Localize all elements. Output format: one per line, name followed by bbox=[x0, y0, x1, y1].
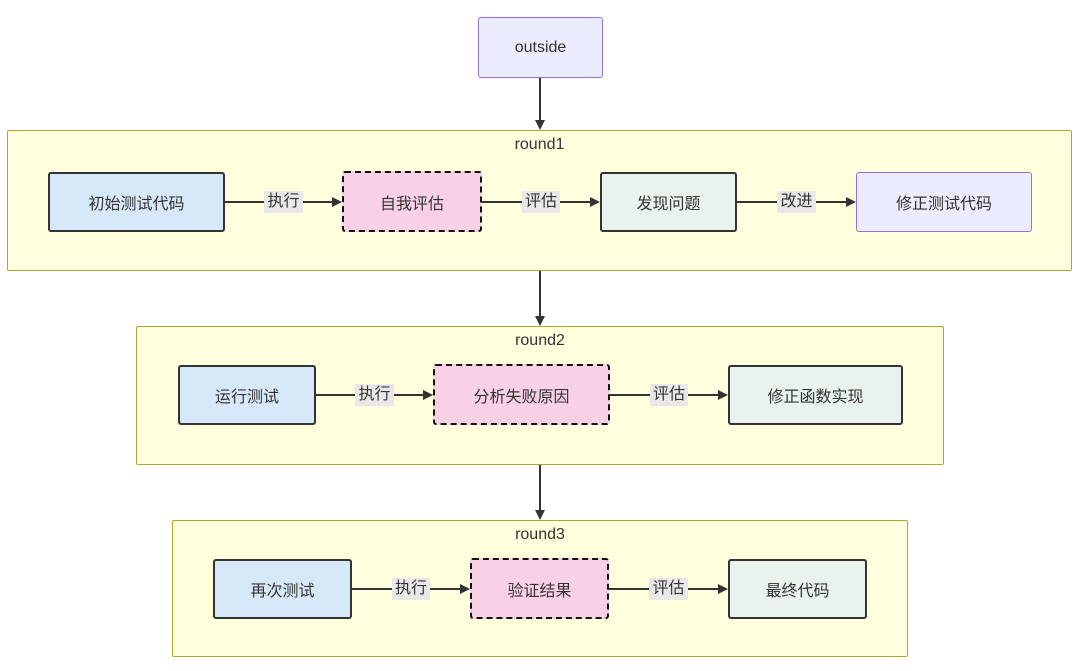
node-label: 修正函数实现 bbox=[767, 389, 864, 406]
edge-line bbox=[539, 78, 541, 122]
arrowhead-down-icon bbox=[534, 316, 545, 326]
edge-evaluate-round1: 评估 bbox=[482, 189, 600, 215]
edge-label: 执行 bbox=[391, 578, 430, 600]
edge-label: 执行 bbox=[355, 384, 394, 406]
edge-evaluate-round3: 评估 bbox=[609, 576, 728, 602]
edge-label: 评估 bbox=[649, 384, 688, 406]
edge-label: 执行 bbox=[264, 191, 303, 213]
node-label: 发现问题 bbox=[636, 196, 701, 213]
edge-label: 评估 bbox=[649, 578, 688, 600]
node-final-code: 最终代码 bbox=[728, 559, 867, 619]
edge-execute-round1: 执行 bbox=[225, 189, 342, 215]
node-label: 初始测试代码 bbox=[88, 196, 185, 213]
arrowhead-down-icon bbox=[534, 120, 545, 130]
node-label: 自我评估 bbox=[379, 195, 444, 213]
node-fixed-test-code: 修正测试代码 bbox=[856, 172, 1032, 232]
arrowhead-right-icon bbox=[718, 390, 728, 400]
node-fix-function-implementation: 修正函数实现 bbox=[728, 365, 903, 425]
node-run-tests: 运行测试 bbox=[178, 365, 316, 425]
container-round2-label: round2 bbox=[515, 332, 565, 349]
node-analyze-failure-cause: 分析失败原因 bbox=[433, 364, 610, 425]
node-outside-label: outside bbox=[514, 38, 567, 56]
node-verify-results: 验证结果 bbox=[470, 558, 609, 619]
arrowhead-right-icon bbox=[590, 197, 600, 207]
edge-label: 评估 bbox=[521, 191, 560, 213]
arrowhead-right-icon bbox=[846, 197, 856, 207]
container-round3-label: round3 bbox=[515, 526, 565, 543]
node-outside: outside bbox=[478, 17, 603, 78]
node-self-evaluation: 自我评估 bbox=[342, 171, 482, 232]
arrowhead-right-icon bbox=[460, 584, 470, 594]
edge-evaluate-round2: 评估 bbox=[610, 382, 728, 408]
node-label: 分析失败原因 bbox=[473, 388, 570, 406]
node-label: 运行测试 bbox=[214, 389, 279, 406]
node-found-issues: 发现问题 bbox=[600, 172, 737, 232]
edge-line bbox=[539, 465, 541, 512]
container-round1-label: round1 bbox=[514, 136, 565, 153]
node-label: 最终代码 bbox=[765, 583, 830, 600]
edge-line bbox=[539, 271, 541, 318]
node-label: 修正测试代码 bbox=[895, 196, 992, 213]
node-label: 再次测试 bbox=[250, 583, 315, 600]
node-retest: 再次测试 bbox=[213, 559, 352, 619]
node-label: 验证结果 bbox=[507, 582, 572, 600]
node-initial-test-code: 初始测试代码 bbox=[48, 172, 225, 232]
edge-improve-round1: 改进 bbox=[737, 189, 856, 215]
arrowhead-down-icon bbox=[534, 510, 545, 520]
edge-execute-round2: 执行 bbox=[316, 382, 433, 408]
edge-label: 改进 bbox=[777, 191, 816, 213]
arrowhead-right-icon bbox=[423, 390, 433, 400]
arrowhead-right-icon bbox=[332, 197, 342, 207]
arrowhead-right-icon bbox=[718, 584, 728, 594]
edge-execute-round3: 执行 bbox=[352, 576, 470, 602]
